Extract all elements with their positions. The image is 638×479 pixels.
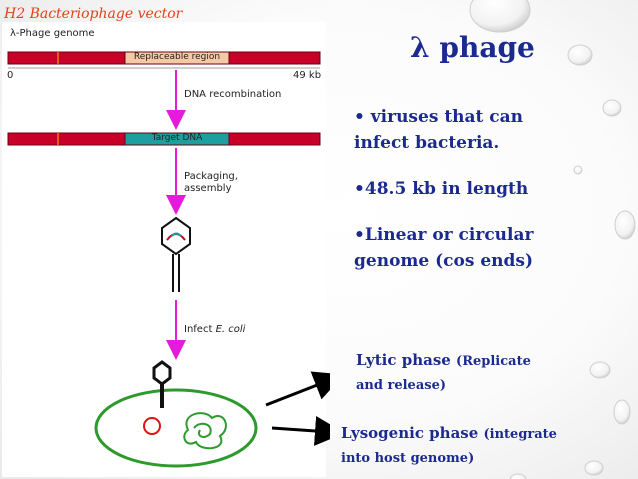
infect-prefix: Infect: [184, 324, 216, 335]
lytic-phase-name: Lytic phase: [356, 351, 457, 369]
target-dna-region: [124, 132, 230, 146]
replaceable-region: [124, 51, 230, 65]
infect-organism: E. coli: [215, 324, 246, 335]
lysogenic-phase: Lysogenic phase (integrate into host gen…: [341, 422, 557, 470]
phage-vector-diagram: [7, 51, 330, 468]
genome-label: λ-Phage genome: [10, 28, 95, 39]
drop-2: [567, 44, 593, 66]
lysogenic-phase-detail: (integrate into host genome): [341, 427, 557, 466]
scale-start-label: 0: [7, 70, 14, 81]
packaging-label: Packaging, assembly: [184, 171, 238, 194]
lytic-phase-detail: (Replicate and release): [356, 354, 531, 393]
header-title: H2 Bacteriophage vector: [4, 6, 183, 22]
dna-recombination-label: DNA recombination: [184, 89, 282, 100]
drop-3: [602, 99, 622, 117]
drop-8: [584, 460, 604, 476]
infect-label: Infect E. coli: [184, 324, 245, 336]
scale-end-label: 49 kb: [293, 70, 322, 81]
bullet-genome: •Linear or circular genome (cos ends): [354, 225, 534, 271]
phage-particle-icon: [161, 216, 191, 292]
bacterial-cell: [94, 388, 258, 468]
drop-4: [573, 165, 583, 175]
bullet-length: •48.5 kb in length: [354, 179, 529, 199]
target-dna-label: Target DNA: [151, 133, 203, 143]
injecting-phage-icon: [152, 360, 172, 408]
drop-6: [589, 361, 611, 379]
drop-7: [613, 399, 631, 425]
drop-1: [469, 0, 531, 33]
lytic-arrow: [265, 371, 330, 407]
bullet-viruses: • viruses that can infect bacteria.: [354, 107, 524, 153]
slide-title: λ phage: [410, 31, 535, 64]
drop-9: [509, 473, 527, 479]
replaceable-region-label: Replaceable region: [133, 52, 221, 62]
circular-dna-icon: [143, 417, 161, 435]
host-genome-icon: [183, 412, 227, 450]
lysogenic-arrow: [271, 416, 330, 446]
lytic-phase: Lytic phase (Replicate and release): [356, 349, 531, 397]
lysogenic-phase-name: Lysogenic phase: [341, 424, 484, 442]
drop-5: [614, 210, 636, 240]
